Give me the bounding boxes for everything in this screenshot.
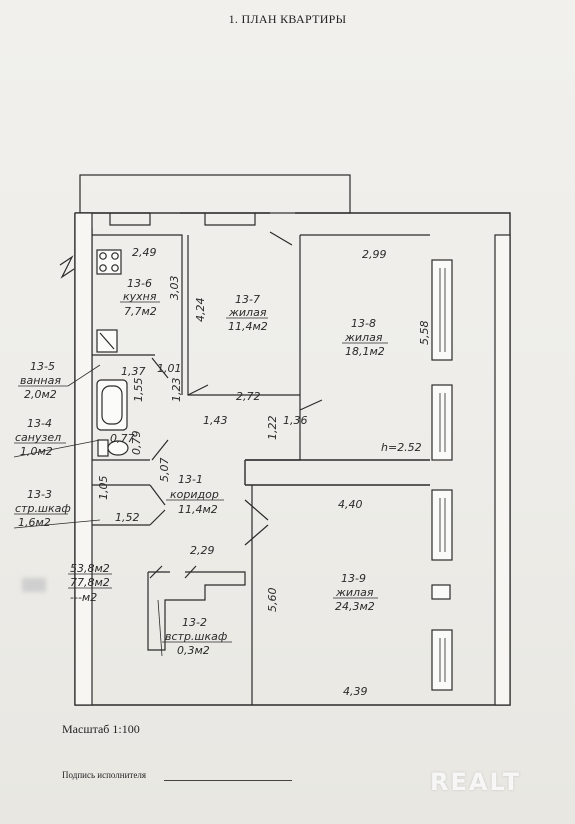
room-13-5-code: 13-5 xyxy=(30,360,55,373)
room-13-9-area: 24,3м2 xyxy=(335,600,375,613)
room-13-6-name: кухня xyxy=(123,290,157,303)
redacted-mark xyxy=(22,578,46,592)
room-13-8-code: 13-8 xyxy=(351,317,376,330)
dim-bath-height: 1,55 xyxy=(132,378,145,403)
dim-122: 1,22 xyxy=(266,416,279,441)
room-13-2-area: 0,3м2 xyxy=(177,644,210,657)
signature-line xyxy=(164,780,292,781)
room-13-8-name: жилая xyxy=(344,331,383,344)
room-13-3-code: 13-3 xyxy=(27,488,52,501)
room-13-9-code: 13-9 xyxy=(341,572,366,585)
dim-room9-top-width: 4,40 xyxy=(338,498,363,511)
room-13-8-area: 18,1м2 xyxy=(345,345,385,358)
dim-kitchen-height: 3,03 xyxy=(168,276,181,301)
room-13-4-area: 1,0м2 xyxy=(20,445,53,458)
dim-corridor-height: 5,07 xyxy=(158,458,171,483)
room-13-2-name: встр.шкаф xyxy=(165,630,227,643)
dim-101: 1,01 xyxy=(157,362,182,375)
other-area: ---м2 xyxy=(70,591,97,604)
dim-123: 1,23 xyxy=(170,378,183,403)
total-living-area: 53,8м2 xyxy=(70,562,110,575)
room-13-2-code: 13-2 xyxy=(182,616,207,629)
room-13-9-name: жилая xyxy=(335,586,374,599)
room-13-1-code: 13-1 xyxy=(178,473,203,486)
page-title: 1. ПЛАН КВАРТИРЫ xyxy=(228,12,347,26)
room-13-6-code: 13-6 xyxy=(127,277,152,290)
dim-room8-width: 2,99 xyxy=(362,248,387,261)
dim-bath-width: 1,37 xyxy=(121,365,146,378)
dim-room8-height: 5,58 xyxy=(418,321,431,346)
ceiling-height: h=2.52 xyxy=(381,441,422,454)
room-13-5-area: 2,0м2 xyxy=(24,388,57,401)
dim-closet-width: 1,52 xyxy=(115,511,140,524)
total-area: 77,8м2 xyxy=(70,576,110,589)
scale-label: Масштаб 1:100 xyxy=(62,722,140,736)
room-13-6-area: 7,7м2 xyxy=(124,305,157,318)
room-13-1-name: коридор xyxy=(170,488,219,501)
dim-143: 1,43 xyxy=(203,414,228,427)
room-13-3-area: 1,6м2 xyxy=(18,516,51,529)
dim-kitchen-width: 2,49 xyxy=(132,246,157,259)
room-13-7-name: жилая xyxy=(228,306,267,319)
dim-room9-height: 5,60 xyxy=(266,588,279,613)
dim-closet-height: 1,05 xyxy=(97,476,110,501)
dim-079: 0,79 xyxy=(130,431,143,456)
room-13-4-name: санузел xyxy=(15,431,61,444)
room-13-7-area: 11,4м2 xyxy=(228,320,268,333)
dim-room7-height: 4,24 xyxy=(194,298,207,323)
dim-room7-width: 2,72 xyxy=(236,390,261,403)
balcony-outline xyxy=(79,174,351,214)
room-13-5-name: ванная xyxy=(20,374,61,387)
room-13-3-name: стр.шкаф xyxy=(15,502,71,515)
dim-136: 1,36 xyxy=(283,414,308,427)
dim-room9-bottom-width: 4,39 xyxy=(343,685,368,698)
dim-077: 0,77 xyxy=(110,432,135,445)
signature-label: Подпись исполнителя xyxy=(62,770,146,780)
room-13-7-code: 13-7 xyxy=(235,293,260,306)
room-13-4-code: 13-4 xyxy=(27,417,52,430)
watermark-logo: REALT xyxy=(430,768,522,796)
dim-builtin-width: 2,29 xyxy=(190,544,215,557)
room-13-1-area: 11,4м2 xyxy=(178,503,218,516)
